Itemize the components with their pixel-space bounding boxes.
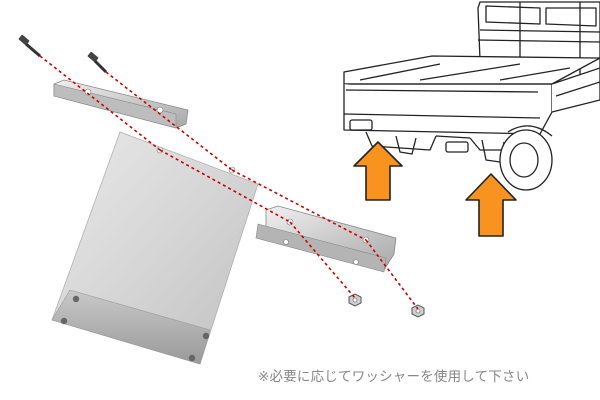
mount-point-arrow-left (353, 141, 403, 201)
assembly-guide-lines (39, 55, 419, 310)
nut-right (411, 304, 425, 318)
license-plate-panel (51, 131, 259, 365)
bracket-right (255, 205, 397, 273)
nut-left (348, 293, 362, 307)
bolt-right (87, 51, 108, 74)
bolt-left (18, 34, 41, 58)
truck-illustration (343, 1, 600, 191)
washer-note: ※必要に応じてワッシャーを使用して下さい (258, 369, 530, 385)
mount-point-arrow-right (465, 173, 517, 237)
bracket-top (53, 79, 189, 129)
